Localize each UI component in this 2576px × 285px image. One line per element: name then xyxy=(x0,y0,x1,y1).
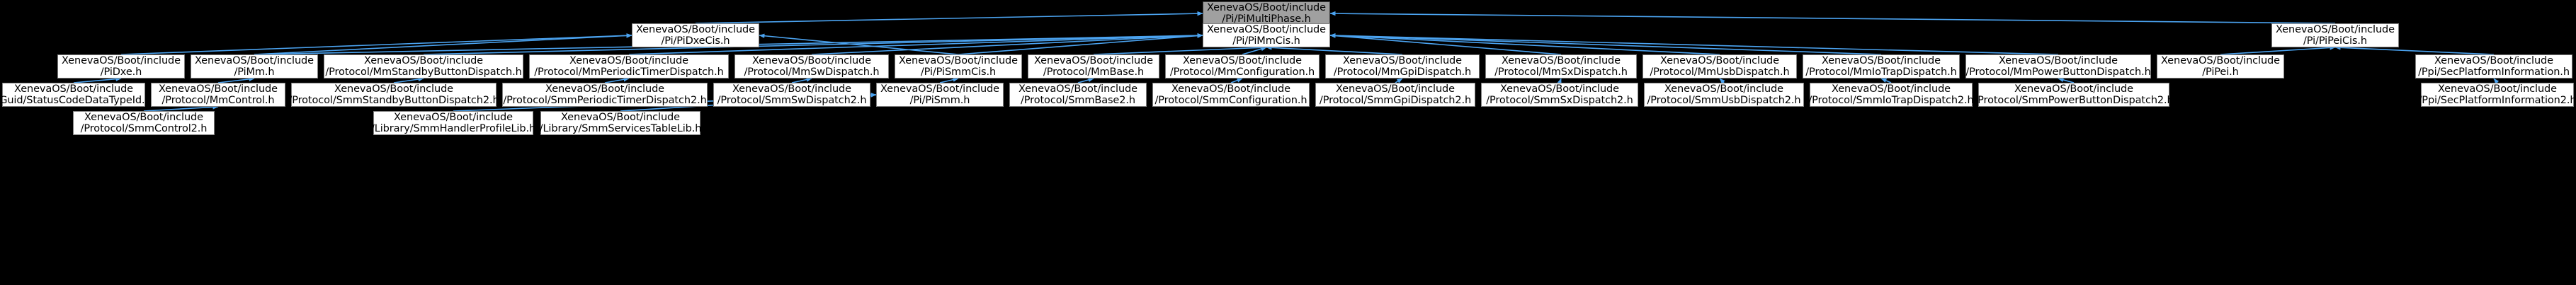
graph-node[interactable]: XenevaOS/Boot/include /Protocol/SmmGpiDi… xyxy=(1315,83,1475,107)
graph-node[interactable]: XenevaOS/Boot/include /Protocol/MmSwDisp… xyxy=(734,54,889,78)
graph-node[interactable]: XenevaOS/Boot/include /Pi/PiSmmCis.h xyxy=(895,54,1022,78)
graph-node[interactable]: XenevaOS/Boot/include /Protocol/MmPowerB… xyxy=(1965,54,2151,78)
graph-node[interactable]: XenevaOS/Boot/include /PiPei.h xyxy=(2157,54,2284,78)
graph-node[interactable]: XenevaOS/Boot/include /Protocol/SmmBase2… xyxy=(1009,83,1147,107)
graph-node[interactable]: XenevaOS/Boot/include /Protocol/MmStandb… xyxy=(324,54,523,78)
graph-node[interactable]: XenevaOS/Boot/include /Protocol/MmConfig… xyxy=(1165,54,1320,78)
graph-node[interactable]: XenevaOS/Boot/include /Pi/PiPeiCis.h xyxy=(2271,23,2399,47)
graph-edge xyxy=(2220,45,2336,55)
graph-node[interactable]: XenevaOS/Boot/include /Library/SmmHandle… xyxy=(370,111,536,135)
graph-node[interactable]: XenevaOS/Boot/include /Pi/PiMultiPhase.h xyxy=(1203,1,1330,25)
graph-node[interactable]: XenevaOS/Boot/include /PiDxe.h xyxy=(57,54,185,78)
graph-node[interactable]: XenevaOS/Boot/include /Protocol/SmmPower… xyxy=(1974,83,2174,107)
graph-node[interactable]: XenevaOS/Boot/include /Protocol/MmSxDisp… xyxy=(1485,54,1637,78)
graph-edge xyxy=(1329,33,1720,55)
graph-node[interactable]: XenevaOS/Boot/include /Protocol/MmUsbDis… xyxy=(1642,54,1797,78)
graph-node[interactable]: XenevaOS/Boot/include /Protocol/MmBase.h xyxy=(1028,54,1159,78)
graph-node[interactable]: XenevaOS/Boot/include /Pi/PiDxeCis.h xyxy=(632,23,759,47)
graph-node[interactable]: XenevaOS/Boot/include /Ppi/SecPlatformIn… xyxy=(2418,83,2576,107)
graph-node[interactable]: XenevaOS/Boot/include /Protocol/SmmUsbDi… xyxy=(1644,83,1804,107)
graph-edge xyxy=(1329,33,1882,55)
graph-edge xyxy=(1266,45,1403,55)
graph-edge xyxy=(759,33,959,55)
graph-edge xyxy=(1093,45,1267,55)
graph-node[interactable]: XenevaOS/Boot/include /Protocol/MmContro… xyxy=(151,83,285,107)
graph-edge xyxy=(1329,33,1562,55)
graph-node[interactable]: XenevaOS/Boot/include /Protocol/SmmContr… xyxy=(73,111,215,135)
graph-node[interactable]: XenevaOS/Boot/include /Ppi/SecPlatformIn… xyxy=(2415,54,2572,78)
graph-node[interactable]: XenevaOS/Boot/include /Protocol/SmmIoTra… xyxy=(1808,83,1974,107)
graph-edge xyxy=(958,33,1203,55)
graph-edge xyxy=(1242,47,1267,55)
graph-edge xyxy=(1329,11,2336,24)
graph-node[interactable]: XenevaOS/Boot/include /Protocol/SmmSxDis… xyxy=(1481,83,1638,107)
graph-node[interactable]: XenevaOS/Boot/include /Protocol/MmPeriod… xyxy=(529,54,729,78)
graph-node[interactable]: XenevaOS/Boot/include /Pi/PiMmCis.h xyxy=(1203,23,1330,47)
graph-node[interactable]: XenevaOS/Boot/include /Protocol/SmmStand… xyxy=(288,83,499,107)
graph-node[interactable]: XenevaOS/Boot/include /Library/SmmServic… xyxy=(539,111,702,135)
graph-node[interactable]: XenevaOS/Boot/include /Protocol/MmIoTrap… xyxy=(1803,54,1960,78)
graph-node[interactable]: XenevaOS/Boot/include /Pi/PiSmm.h xyxy=(876,83,1004,107)
graph-edge xyxy=(423,33,1203,55)
graph-edge xyxy=(120,33,632,55)
graph-edge xyxy=(695,11,1203,24)
graph-node[interactable]: XenevaOS/Boot/include /Protocol/SmmConfi… xyxy=(1152,83,1310,107)
graph-edge xyxy=(811,33,1203,55)
graph-edge xyxy=(254,33,632,55)
graph-node[interactable]: XenevaOS/Boot/include /Guid/StatusCodeDa… xyxy=(0,83,152,107)
graph-node[interactable]: XenevaOS/Boot/include /Protocol/MmGpiDis… xyxy=(1325,54,1480,78)
graph-node[interactable]: XenevaOS/Boot/include /Protocol/SmmSwDis… xyxy=(713,83,870,107)
graph-edge xyxy=(2334,45,2495,55)
graph-edge xyxy=(1329,33,2059,55)
graph-node[interactable]: XenevaOS/Boot/include /PiMm.h xyxy=(191,54,318,78)
graph-node[interactable]: XenevaOS/Boot/include /Protocol/SmmPerio… xyxy=(502,83,708,107)
